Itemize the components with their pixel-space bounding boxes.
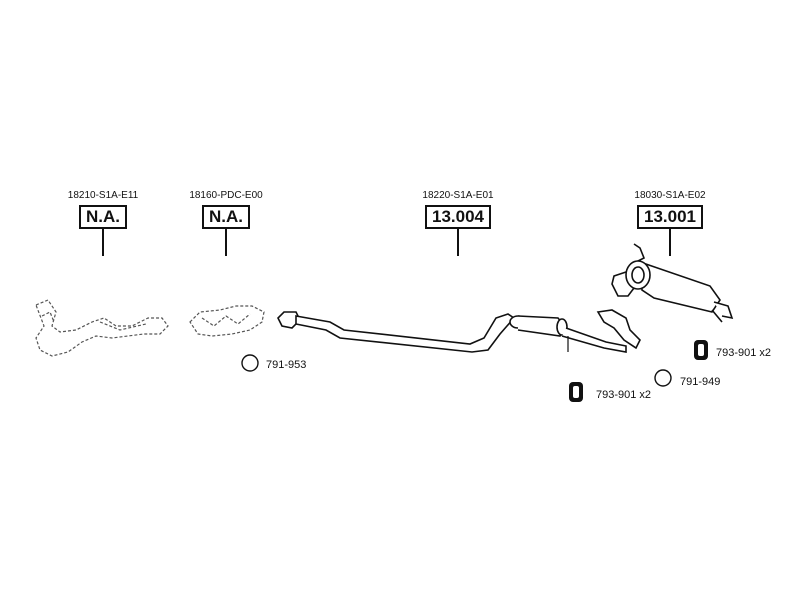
accessory-ref[interactable]: 791-949 — [680, 376, 721, 388]
oem-number: 18220-S1A-E01 — [422, 190, 494, 201]
rear-silencer — [596, 243, 734, 350]
accessory-ref[interactable]: 793-901 x2 — [716, 347, 772, 359]
catalyst-part-not-available — [189, 305, 265, 337]
part-code-box[interactable]: 13.001 — [637, 205, 703, 229]
accessory-ref[interactable]: 791-953 — [266, 359, 307, 371]
oem-number: 18030-S1A-E02 — [634, 190, 706, 201]
part-code-box[interactable]: 13.004 — [425, 205, 491, 229]
rubber-mount-icon — [569, 382, 583, 402]
middle-silencer-pipe — [277, 311, 627, 353]
oem-number: 18160-PDC-E00 — [189, 190, 263, 201]
gasket-ring-icon — [654, 369, 672, 387]
oem-number: 18210-S1A-E11 — [67, 190, 139, 201]
accessory-ref[interactable]: 793-901 x2 — [596, 389, 652, 401]
part-code-box[interactable]: N.A. — [202, 205, 250, 229]
rubber-mount-icon — [694, 340, 708, 360]
downpipe-part-not-available — [35, 299, 169, 357]
part-code-box[interactable]: N.A. — [79, 205, 127, 229]
gasket-ring-icon — [241, 354, 259, 372]
